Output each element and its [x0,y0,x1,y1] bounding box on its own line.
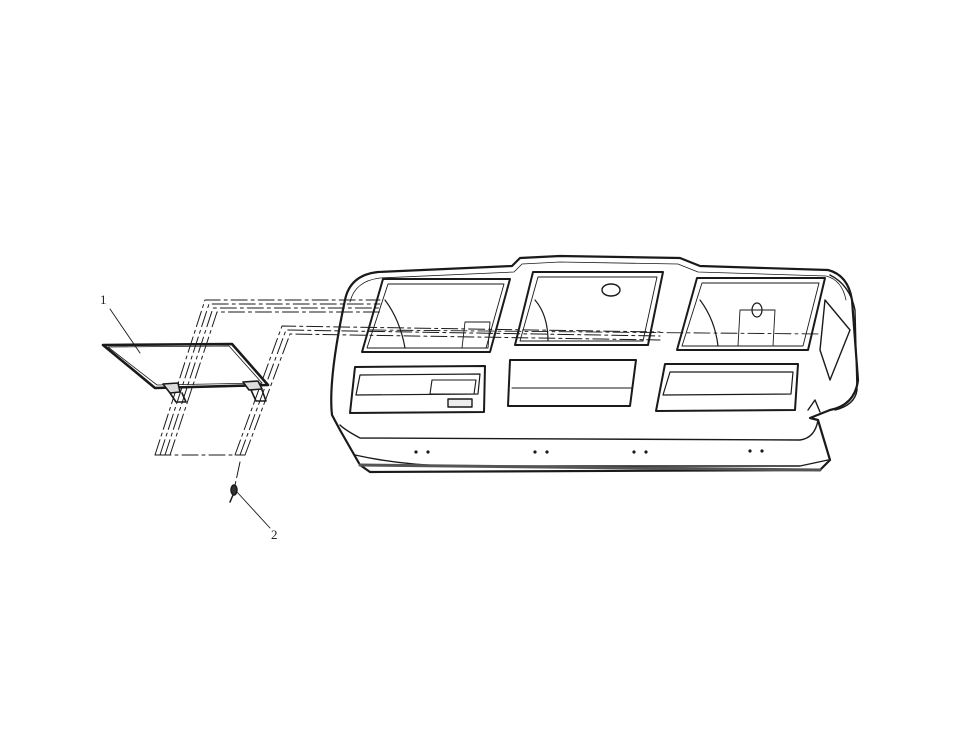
callout-2-label: 2 [271,527,278,542]
callout-1-label: 1 [100,292,107,307]
assembly-guide-lines [154,299,661,491]
lower-compartment-center [507,359,637,407]
sun-visor-part [101,342,270,403]
leader-lines [109,308,271,529]
lower-compartment-left [349,365,486,414]
upper-window-center [514,271,664,346]
roof-console-assembly [330,254,860,474]
upper-window-right [676,277,826,351]
visor-hinge-clip-left [162,382,187,403]
right-end-cap [807,274,858,413]
mounting-holes [414,449,764,454]
visor-hinge-clip-right [242,380,267,402]
lower-compartment-right [655,363,799,412]
screw-part [229,484,238,503]
upper-window-left [361,278,511,353]
